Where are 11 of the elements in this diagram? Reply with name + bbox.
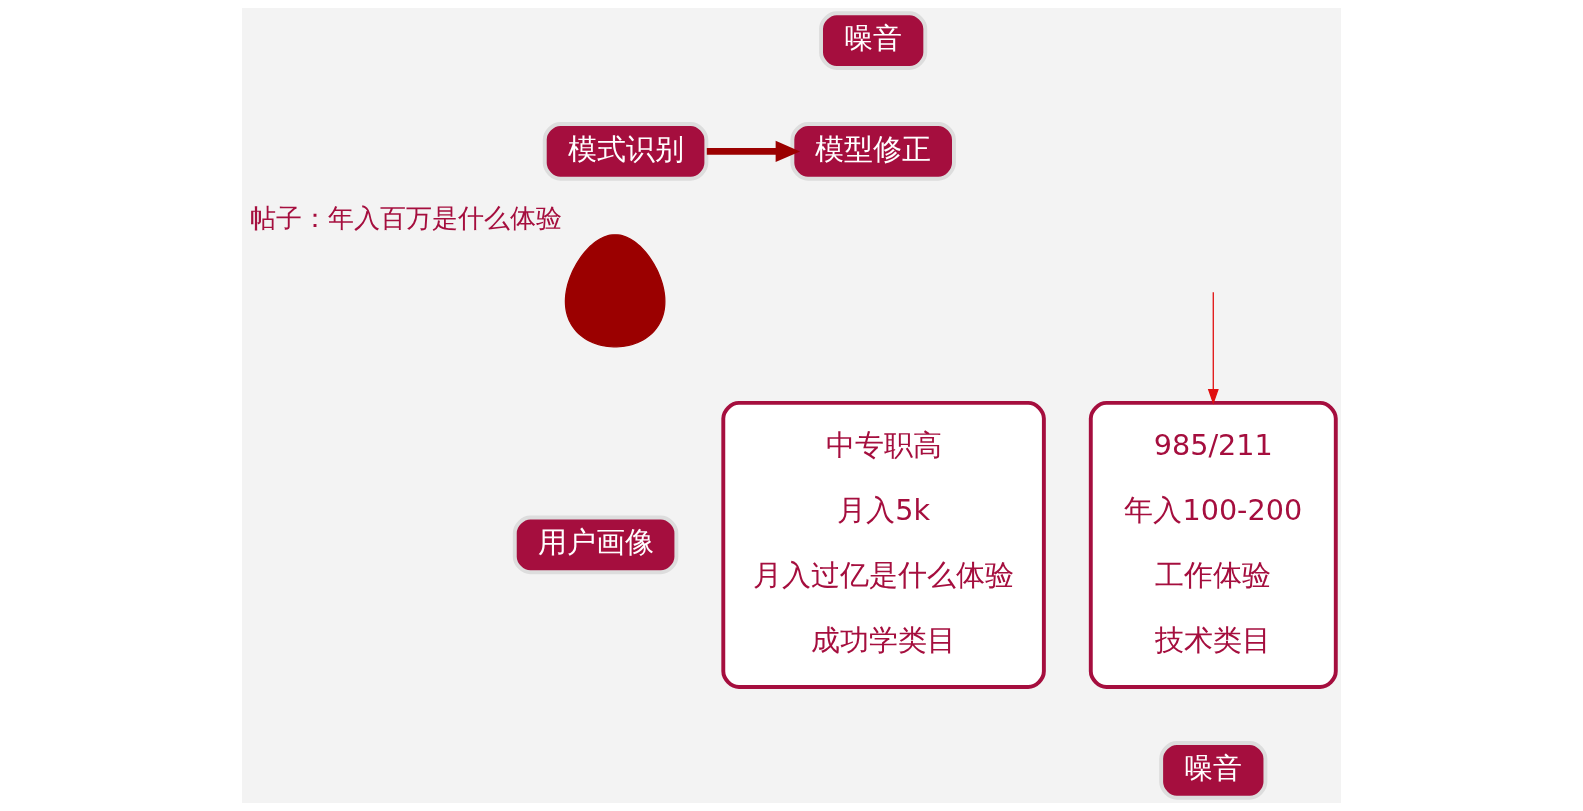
node-box: 噪音	[819, 11, 928, 70]
node-box: 模式识别	[542, 122, 709, 181]
node-box: 模型修正	[790, 122, 956, 181]
arrow	[1207, 291, 1219, 405]
node-person	[564, 234, 666, 348]
node-box: 中专职高 月入5k 月入过亿是什么体验 成功学类目	[721, 400, 1046, 689]
node-label: 帖子：年入百万是什么体验	[250, 202, 563, 233]
node-box: 985/211 年入100-200 工作体验 技术类目	[1088, 400, 1338, 689]
node-box: 用户画像	[512, 515, 679, 575]
arrow	[706, 140, 801, 163]
node-box: 噪音	[1159, 741, 1268, 800]
